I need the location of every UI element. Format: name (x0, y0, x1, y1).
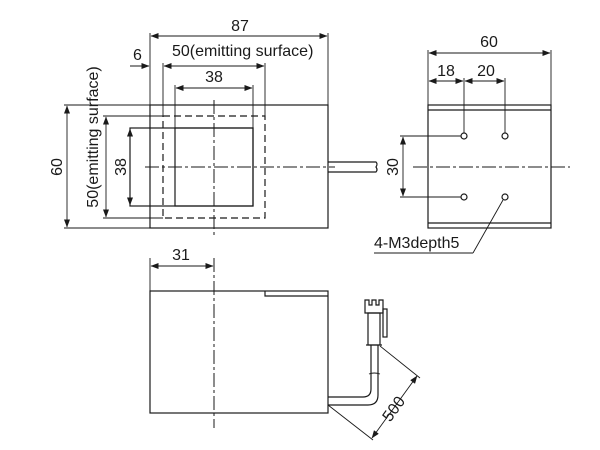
dim-cable-length: 500 (380, 393, 410, 425)
mounting-hole (501, 132, 509, 140)
side-view: 60 18 20 30 4-M3depth5 (374, 34, 570, 254)
mounting-hole (501, 193, 509, 201)
bottom-body-outline (149, 290, 329, 414)
dim-window-width: 38 (205, 69, 223, 86)
connector (364, 299, 388, 346)
cable-stub (328, 161, 378, 173)
dim-overall-width-side: 60 (480, 34, 498, 51)
dim-window-height: 38 (113, 158, 130, 176)
dim-emitting-width: 50(emitting surface) (172, 43, 313, 60)
bottom-view: 31 500 (149, 247, 421, 441)
dim-emitting-height: 50(emitting surface) (85, 66, 102, 207)
dim-hole-spacing-x: 20 (477, 63, 495, 80)
callout-leader (472, 199, 504, 254)
mounting-hole (460, 132, 468, 140)
dim-hole-spacing-y: 30 (385, 158, 402, 176)
mounting-hole (460, 193, 468, 201)
dim-line-500 (371, 375, 418, 439)
dim-hole-offset: 18 (437, 63, 455, 80)
dim-offset: 6 (133, 47, 142, 64)
dim-overall-width: 87 (231, 18, 249, 35)
hole-callout: 4-M3depth5 (374, 235, 459, 252)
cable (328, 345, 372, 398)
front-view: 87 50(emitting surface) 6 38 60 50(emitt… (49, 18, 378, 235)
dim-overall-height: 60 (49, 158, 66, 176)
dim-center-offset: 31 (172, 247, 190, 264)
